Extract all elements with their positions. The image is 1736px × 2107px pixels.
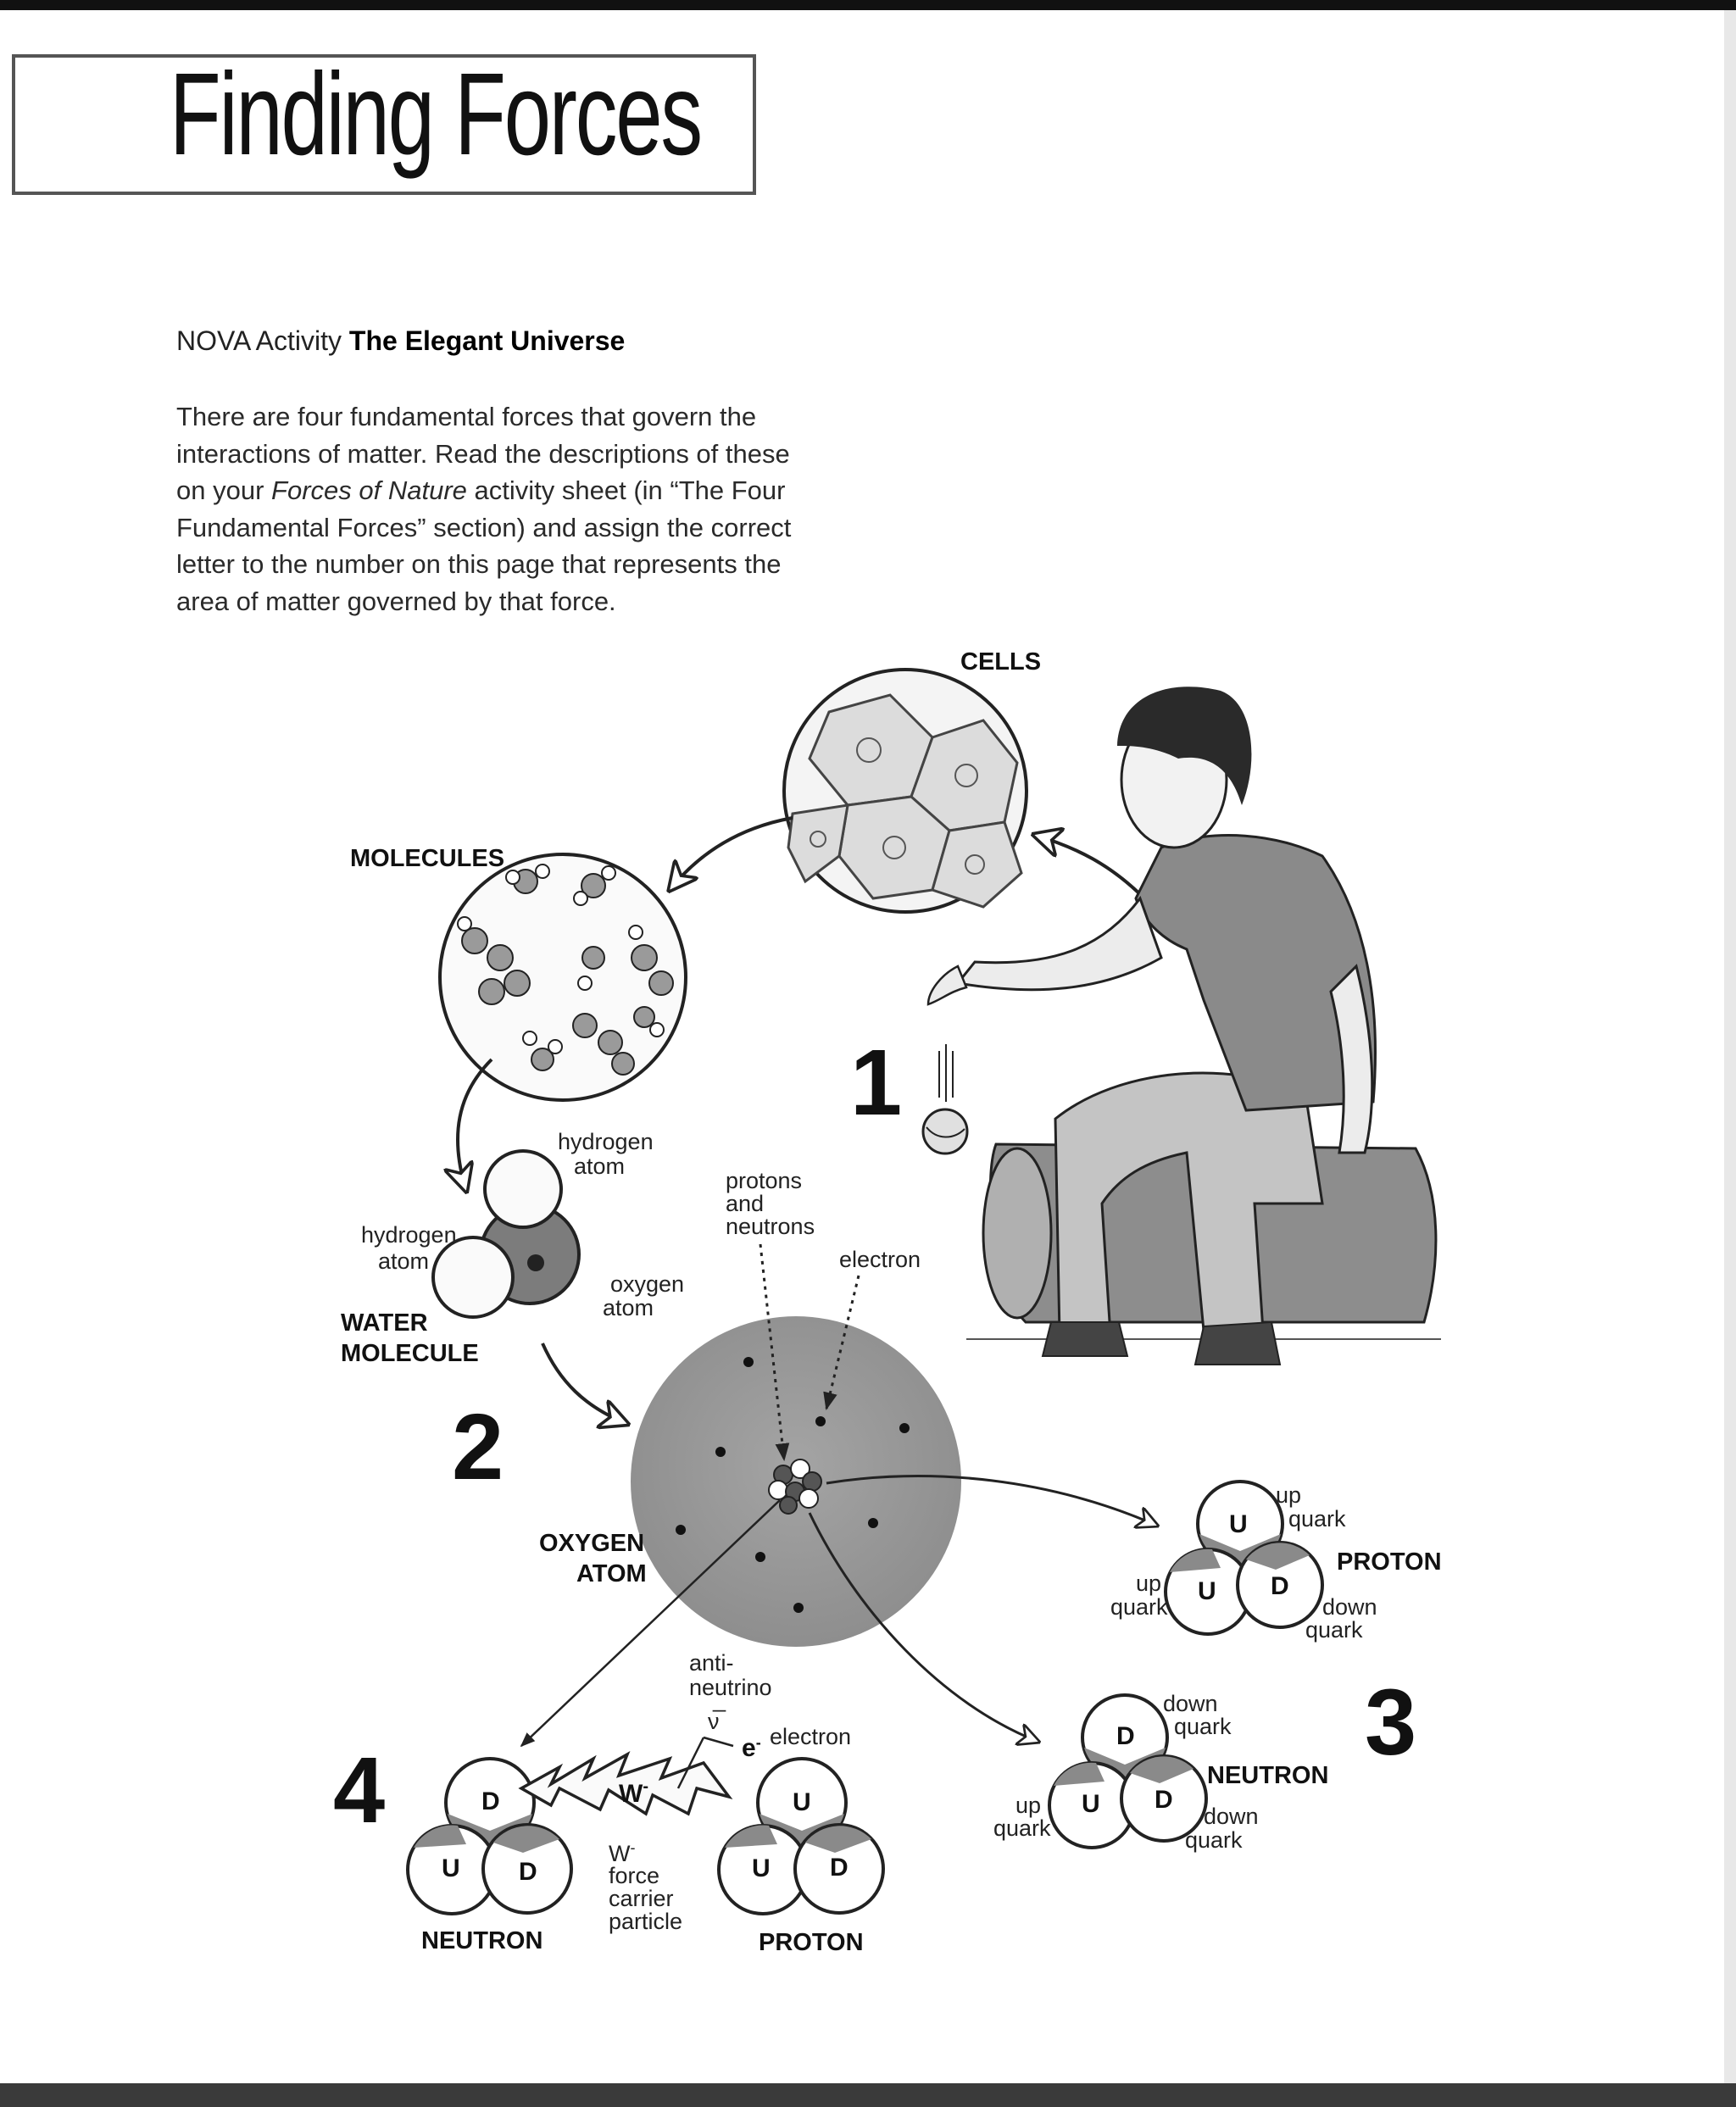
water-molecule-label-1: WATER — [341, 1309, 428, 1337]
title-frame — [12, 54, 756, 195]
neutron-right-label: NEUTRON — [1207, 1762, 1328, 1789]
w-carrier-label-4: particle — [609, 1909, 682, 1934]
neutron-down-quark-label-2: quark — [1185, 1827, 1243, 1853]
subtitle-prefix: NOVA Activity — [176, 325, 342, 356]
proton-up-quark-left-label-1: up — [1136, 1571, 1161, 1596]
proton-right-label: PROTON — [1337, 1548, 1442, 1576]
neutron-bottom-quark-left: U — [442, 1854, 460, 1882]
neutron-right-drawing — [1048, 1693, 1208, 1849]
oxygen-atom-label-1: OXYGEN — [539, 1530, 644, 1557]
hydrogen-atom-left-label-1: hydrogen — [361, 1222, 457, 1248]
neutron-bottom-label: NEUTRON — [421, 1927, 542, 1954]
number-4: 4 — [333, 1738, 385, 1843]
proton-up-quark-label-2: quark — [1288, 1506, 1346, 1532]
page-edge — [1724, 10, 1736, 2083]
water-molecule-label-2: MOLECULE — [341, 1340, 479, 1367]
activity-subtitle: NOVA Activity The Elegant Universe — [176, 325, 625, 357]
proton-right-drawing — [1164, 1480, 1324, 1636]
intro-italic: Forces of Nature — [271, 475, 467, 505]
proton-right-quark-right: D — [1271, 1572, 1289, 1600]
number-2: 2 — [452, 1395, 504, 1499]
arrow-cells-to-molecules — [670, 816, 793, 890]
hydrogen-atom-top-label-1: hydrogen — [558, 1129, 654, 1154]
nu-bar-symbol: ν̅ — [708, 1709, 726, 1734]
proton-bottom-quark-right: D — [830, 1854, 849, 1882]
hydrogen-atom-top-label-2: atom — [574, 1154, 625, 1179]
proton-bottom-quark-top: U — [793, 1788, 811, 1816]
subtitle-name: The Elegant Universe — [348, 325, 626, 356]
proton-right-quark-left: U — [1198, 1577, 1216, 1605]
electron-decay-label: electron — [770, 1724, 851, 1749]
intro-part2: activity sheet (in “The Four Fundamental… — [176, 475, 792, 616]
neutron-bottom-quark-right: D — [519, 1858, 537, 1886]
boy-dropping-ball-illustration — [921, 687, 1441, 1365]
proton-bottom-drawing — [717, 1757, 885, 1915]
decay-line — [676, 1737, 705, 1789]
electron-track — [703, 1736, 734, 1748]
oxygen-atom-small-label-1: oxygen — [610, 1271, 684, 1297]
neutron-right-quark-left: U — [1082, 1790, 1100, 1818]
molecules-circle — [438, 853, 687, 1102]
neutron-bottom-drawing — [406, 1757, 573, 1915]
molecules-label: MOLECULES — [350, 845, 504, 872]
w-minus-label: W- — [619, 1777, 648, 1808]
electron-label: electron — [839, 1247, 921, 1272]
cells-circle — [782, 668, 1028, 914]
hydrogen-atom-left-label-2: atom — [378, 1248, 429, 1274]
number-3: 3 — [1365, 1671, 1416, 1775]
arrow-molecules-to-water — [458, 1058, 493, 1191]
neutron-down-quark-top-label-2: quark — [1174, 1714, 1232, 1739]
proton-down-quark-label-2: quark — [1305, 1617, 1363, 1643]
arrow-nucleus-to-neutron — [808, 1512, 1038, 1742]
proton-up-quark-left-label-2: quark — [1110, 1594, 1168, 1620]
w-carrier-label-2: force — [609, 1863, 659, 1888]
protons-neutrons-label-2: and — [726, 1191, 764, 1216]
pointer-electron — [823, 1275, 860, 1411]
water-molecule-drawing — [431, 1149, 581, 1319]
top-border — [0, 0, 1736, 10]
intro-paragraph: There are four fundamental forces that g… — [176, 398, 804, 620]
neutron-right-quark-right: D — [1155, 1786, 1173, 1814]
proton-right-quark-top: U — [1229, 1510, 1248, 1538]
page-title: Finding Forces — [170, 49, 703, 180]
proton-bottom-label: PROTON — [759, 1929, 864, 1956]
bottom-border — [0, 2083, 1736, 2107]
neutron-up-quark-label-2: quark — [993, 1815, 1051, 1841]
neutron-down-quark-label-1: down — [1204, 1804, 1259, 1829]
arrow-nucleus-to-proton — [826, 1475, 1157, 1526]
antineutrino-label-1: anti- — [689, 1650, 734, 1676]
oxygen-atom-label-2: ATOM — [576, 1560, 647, 1587]
neutron-right-quark-top: D — [1116, 1722, 1135, 1750]
protons-neutrons-label-3: neutrons — [726, 1214, 815, 1239]
arrow-person-to-cells — [1034, 835, 1146, 900]
antineutrino-label-2: neutrino — [689, 1675, 772, 1700]
neutron-down-quark-top-label-1: down — [1163, 1691, 1218, 1716]
arrow-nucleus-to-beta-decay — [520, 1499, 781, 1748]
pointer-nucleus — [759, 1243, 790, 1462]
number-1: 1 — [850, 1031, 902, 1135]
intro-part1: There are four fundamental forces that g… — [176, 402, 790, 505]
proton-up-quark-label-1: up — [1276, 1482, 1301, 1508]
oxygen-atom-drawing — [631, 1316, 961, 1647]
oxygen-atom-small-label-2: atom — [603, 1295, 654, 1320]
proton-bottom-quark-left: U — [752, 1854, 771, 1882]
w-boson-zigzag — [518, 1751, 733, 1816]
neutron-bottom-quark-top: D — [481, 1787, 500, 1815]
w-carrier-label-1: W- — [609, 1839, 635, 1866]
w-carrier-label-3: carrier — [609, 1886, 674, 1911]
neutron-up-quark-label-1: up — [1015, 1793, 1041, 1818]
cells-label: CELLS — [960, 648, 1041, 675]
proton-down-quark-label-1: down — [1322, 1594, 1377, 1620]
protons-neutrons-label-1: protons — [726, 1168, 802, 1193]
e-minus-symbol: e- — [742, 1734, 761, 1762]
arrow-water-to-oxygen — [541, 1343, 627, 1424]
